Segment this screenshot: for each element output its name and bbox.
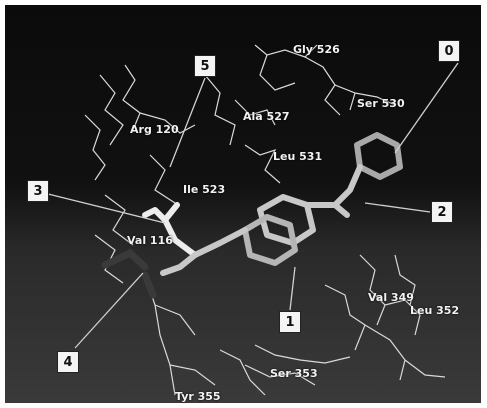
docking-render [39,44,459,396]
residue-wireframes [84,44,446,396]
molecular-docking-scene: Gly 526 Ser 530 Arg 120 Ala 527 Leu 531 … [5,5,481,403]
residue-label-val349: Val 349 [368,291,414,304]
residue-label-tyr355: Tyr 355 [175,390,221,403]
residue-label-ile523: Ile 523 [183,183,226,196]
residue-label-arg120: Arg 120 [130,123,179,136]
ligand-sticks [142,132,403,276]
residue-label-val116: Val 116 [127,234,173,247]
callout-3: 3 [27,180,49,202]
residue-label-leu531: Leu 531 [273,150,323,163]
ligand-dark-group [101,248,157,299]
callout-1: 1 [279,311,301,333]
callout-0: 0 [438,40,460,62]
callout-2: 2 [431,201,453,223]
residue-label-ala527: Ala 527 [243,110,290,123]
residue-label-ser353: Ser 353 [270,367,318,380]
residue-label-ser530: Ser 530 [357,97,405,110]
callout-5: 5 [194,55,216,77]
callout-4: 4 [57,351,79,373]
residue-label-leu352: Leu 352 [410,304,460,317]
residue-label-gly526: Gly 526 [293,43,340,56]
callout-leaders [39,62,459,349]
